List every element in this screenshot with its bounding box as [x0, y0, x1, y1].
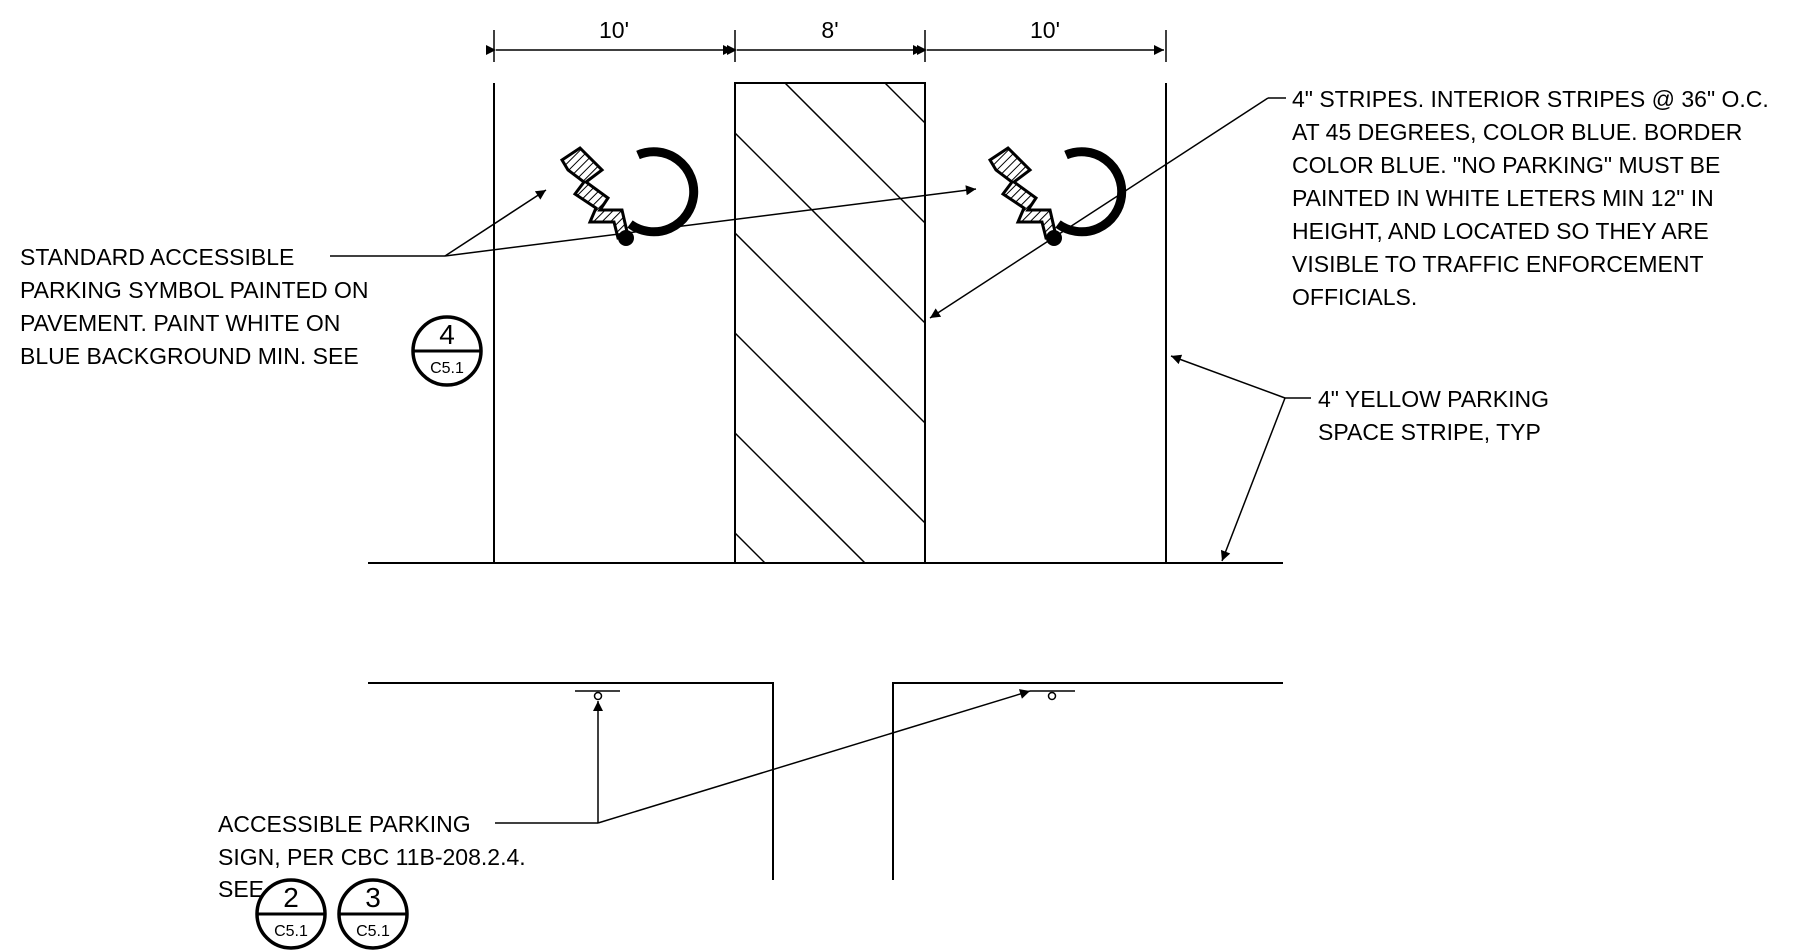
detail-number: 2	[283, 882, 299, 913]
access-aisle	[734, 82, 926, 564]
detail-number: 4	[439, 319, 455, 350]
yellow-note-line: 4" YELLOW PARKING	[1318, 386, 1549, 412]
sign-post-icon	[575, 690, 620, 701]
sign-leader	[495, 689, 1031, 824]
stripes-note-line: OFFICIALS.	[1292, 284, 1417, 310]
stripes-note-line: VISIBLE TO TRAFFIC ENFORCEMENT	[1292, 251, 1704, 277]
symbol-note-line: PARKING SYMBOL PAINTED ON	[20, 277, 368, 303]
sign-note-line: SIGN, PER CBC 11B-208.2.4.	[218, 844, 526, 870]
yellow-note-line: SPACE STRIPE, TYP	[1318, 419, 1541, 445]
detail-number: 3	[365, 882, 381, 913]
stripes-note-line: PAINTED IN WHITE LETERS MIN 12" IN	[1292, 185, 1714, 211]
dim-aisle: 8'	[821, 17, 838, 43]
sheet-number: C5.1	[430, 360, 464, 377]
symbol-note-line: STANDARD ACCESSIBLE	[20, 244, 294, 270]
dim-right-stall: 10'	[1030, 17, 1060, 43]
stripes-note-line: 4" STRIPES. INTERIOR STRIPES @ 36" O.C.	[1292, 86, 1769, 112]
sign-note-line: SEE	[218, 876, 264, 902]
stripes-leader	[929, 97, 1286, 319]
dimension-line: 10' 8' 10'	[486, 17, 1167, 62]
yellow-stripe-leader	[1170, 354, 1311, 562]
stripes-note-line: AT 45 DEGREES, COLOR BLUE. BORDER	[1292, 119, 1742, 145]
symbol-detail-bubble: 4 C5.1	[411, 315, 483, 387]
sheet-number: C5.1	[356, 923, 390, 940]
sign-note: ACCESSIBLE PARKING SIGN, PER CBC 11B-208…	[218, 811, 526, 902]
wheelchair-icon	[559, 146, 699, 246]
symbol-note-line: PAVEMENT. PAINT WHITE ON	[20, 310, 340, 336]
stripes-note-line: HEIGHT, AND LOCATED SO THEY ARE	[1292, 218, 1709, 244]
wheelchair-icon	[987, 146, 1127, 246]
stripes-note-line: COLOR BLUE. "NO PARKING" MUST BE	[1292, 152, 1720, 178]
sign-post-icon	[1030, 690, 1075, 701]
lower-plan	[368, 682, 1283, 880]
aisle-stripes	[735, 83, 925, 563]
sign-detail-bubble: 2 C5.1	[255, 878, 327, 950]
symbol-note: STANDARD ACCESSIBLE PARKING SYMBOL PAINT…	[20, 244, 368, 369]
symbol-leader	[330, 185, 977, 257]
sign-detail-bubble: 3 C5.1	[337, 878, 409, 950]
sign-note-line: ACCESSIBLE PARKING	[218, 811, 471, 837]
stripes-note: 4" STRIPES. INTERIOR STRIPES @ 36" O.C. …	[1292, 86, 1769, 310]
yellow-stripe-note: 4" YELLOW PARKING SPACE STRIPE, TYP	[1318, 386, 1549, 445]
sheet-number: C5.1	[274, 923, 308, 940]
symbol-note-line: BLUE BACKGROUND MIN. SEE	[20, 343, 359, 369]
dim-left-stall: 10'	[599, 17, 629, 43]
